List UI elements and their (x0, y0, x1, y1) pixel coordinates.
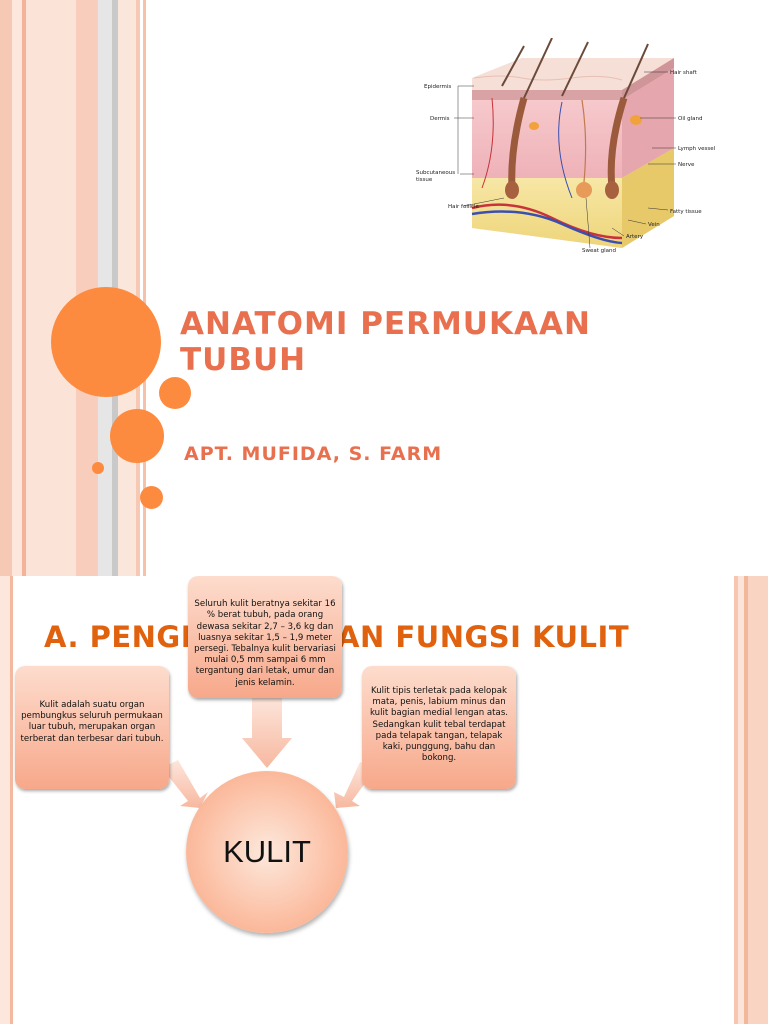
center-concept-circle: KULIT (186, 771, 348, 933)
label-epidermis: Epidermis (424, 84, 451, 90)
decor-circle (110, 409, 164, 463)
label-subcutaneous-tissue: tissue (416, 177, 433, 183)
decor-stripe (734, 576, 738, 1024)
decor-stripe (744, 576, 748, 1024)
content-slide: A. PENGERTIAN DAN FUNGSI KULIT Seluruh k… (0, 576, 768, 1024)
decor-stripe (143, 0, 146, 576)
info-box-right: Kulit tipis terletak pada kelopak mata, … (362, 666, 516, 789)
label-lymph-vessel: Lymph vessel (678, 146, 716, 152)
decor-circle (140, 486, 163, 509)
label-dermis: Dermis (430, 116, 450, 122)
info-box-left: Kulit adalah suatu organ pembungkus selu… (15, 666, 169, 789)
decor-circle (51, 287, 161, 397)
label-vein: Vein (648, 222, 660, 228)
presentation-author: APT. MUFIDA, S. FARM (184, 443, 443, 465)
label-sweat-gland: Sweat gland (582, 248, 616, 254)
label-oil-gland: Oil gland (678, 116, 703, 122)
decor-stripe (12, 0, 22, 576)
decor-stripe (140, 0, 143, 576)
label-fatty-tissue: Fatty tissue (670, 209, 702, 215)
label-hair-shaft: Hair shaft (670, 70, 698, 76)
info-box-top: Seluruh kulit beratnya sekitar 16 % bera… (188, 576, 342, 698)
arrow-down (242, 696, 292, 768)
presentation-title: ANATOMI PERMUKAAN TUBUH (180, 306, 591, 378)
decor-stripe (10, 576, 13, 1024)
arrow-left (162, 760, 208, 808)
decor-stripe (22, 0, 26, 576)
decor-stripe (136, 0, 140, 576)
diagram-arrows (162, 696, 376, 808)
decor-stripe (0, 0, 12, 576)
decor-stripe (748, 576, 768, 1024)
decor-stripe (738, 576, 744, 1024)
title-slide: Epidermis Dermis Subcutaneous tissue Hai… (0, 0, 716, 576)
skin-anatomy-diagram: Epidermis Dermis Subcutaneous tissue Hai… (416, 38, 716, 254)
decor-stripe (26, 0, 76, 576)
decor-stripe (0, 576, 10, 1024)
label-nerve: Nerve (678, 162, 695, 168)
label-artery: Artery (626, 234, 644, 240)
decor-stripe (76, 0, 98, 576)
decor-circle (92, 462, 104, 474)
label-hair-follicle: Hair follicle (448, 204, 479, 210)
label-subcutaneous: Subcutaneous (416, 170, 455, 176)
decor-circle (159, 377, 191, 409)
